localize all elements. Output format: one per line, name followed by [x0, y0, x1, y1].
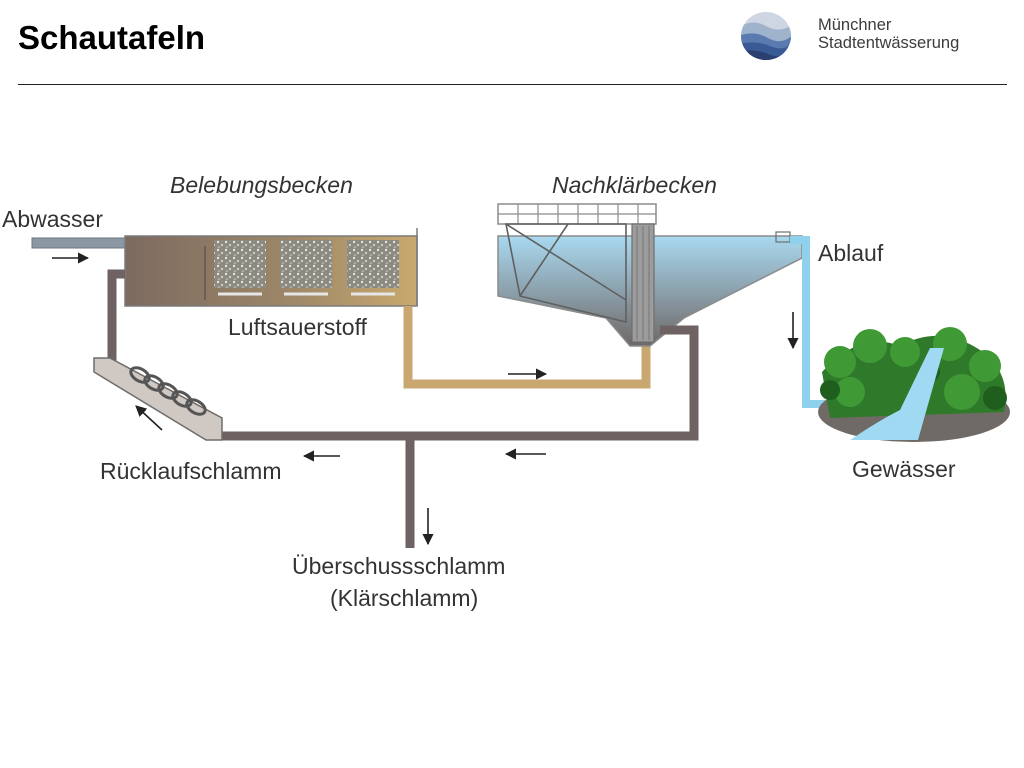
inflow-pipe	[31, 237, 129, 249]
page-title: Schautafeln	[18, 19, 206, 56]
return-sludge-riser	[107, 269, 125, 370]
label-outflow: Ablauf	[818, 240, 884, 266]
label-return-sludge: Rücklaufschlamm	[100, 458, 282, 484]
label-inflow: Abwasser	[2, 206, 103, 232]
label-excess-sludge: Überschussschlamm	[292, 553, 505, 579]
aeration-bubble-zone-2	[280, 240, 332, 288]
label-aeration-tank: Belebungsbecken	[170, 172, 353, 198]
return-sludge-pipe	[222, 325, 699, 441]
aeration-bubble-zone-1	[214, 240, 266, 288]
water-waves-logo-icon	[741, 12, 791, 60]
aeration-tank	[124, 228, 418, 307]
secondary-clarifier	[497, 203, 803, 347]
organization-name-line-1: Münchner	[818, 16, 892, 34]
label-air: Luftsauerstoff	[228, 314, 368, 340]
organization-logo: Münchner Stadtentwässerung	[738, 10, 998, 66]
label-clarifier: Nachklärbecken	[552, 172, 717, 198]
aeration-bubble-zone-3	[347, 240, 399, 288]
arrow-screw-pump	[135, 405, 163, 431]
receiving-water-body	[818, 327, 1010, 442]
mixed-liquor-pipe	[403, 306, 651, 389]
river	[850, 348, 944, 440]
clarifier-scraper	[505, 223, 627, 324]
organization-name: Münchner Stadtentwässerung	[818, 16, 959, 52]
header-divider	[18, 84, 1007, 85]
organization-name-line-2: Stadtentwässerung	[818, 34, 960, 52]
screw-pump	[93, 357, 223, 441]
label-water-body: Gewässer	[852, 456, 956, 482]
label-sewage-sludge: (Klärschlamm)	[330, 585, 478, 611]
